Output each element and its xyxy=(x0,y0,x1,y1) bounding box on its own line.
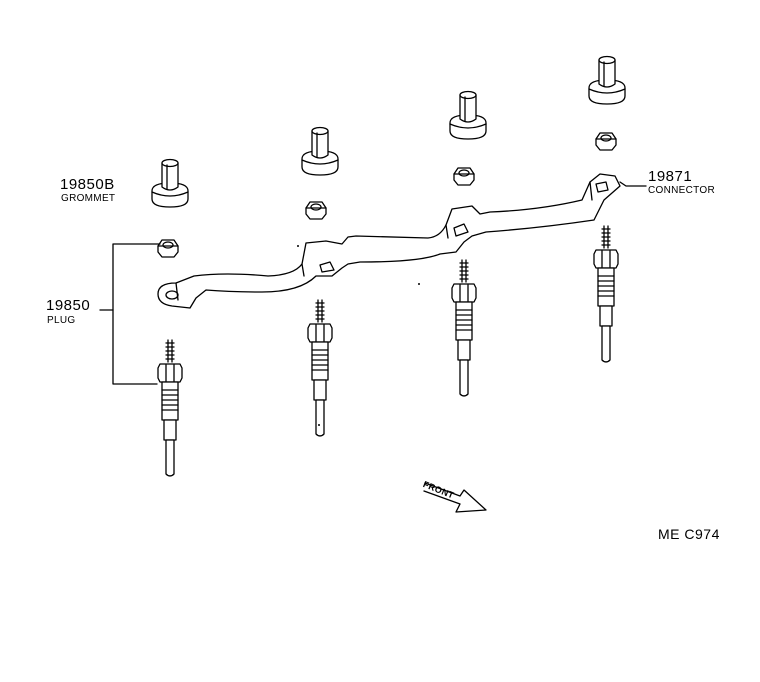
connector-label: CONNECTOR xyxy=(648,185,715,196)
connector-callout-leader xyxy=(619,181,647,187)
grommet-cap xyxy=(588,55,626,105)
connector-part-number: 19871 xyxy=(648,168,693,185)
hex-nut xyxy=(595,132,617,151)
grommet-cap xyxy=(301,126,339,176)
plug-callout-bracket xyxy=(99,243,161,385)
plug-part-number: 19850 xyxy=(46,297,91,314)
glow-plug xyxy=(593,225,619,363)
glow-plug xyxy=(451,259,477,397)
grommet-label: GROMMET xyxy=(61,193,116,204)
glow-plug xyxy=(157,339,183,477)
front-arrow-icon xyxy=(423,482,487,513)
grommet-cap xyxy=(151,158,189,208)
diagram-code: ME C974 xyxy=(658,526,720,542)
glow-plug xyxy=(307,299,333,437)
connector-bar xyxy=(157,173,621,309)
grommet-part-number: 19850B xyxy=(60,176,115,193)
hex-nut xyxy=(305,201,327,220)
hex-nut xyxy=(157,239,179,258)
plug-label: PLUG xyxy=(47,315,76,326)
grommet-cap xyxy=(449,90,487,140)
hex-nut xyxy=(453,167,475,186)
